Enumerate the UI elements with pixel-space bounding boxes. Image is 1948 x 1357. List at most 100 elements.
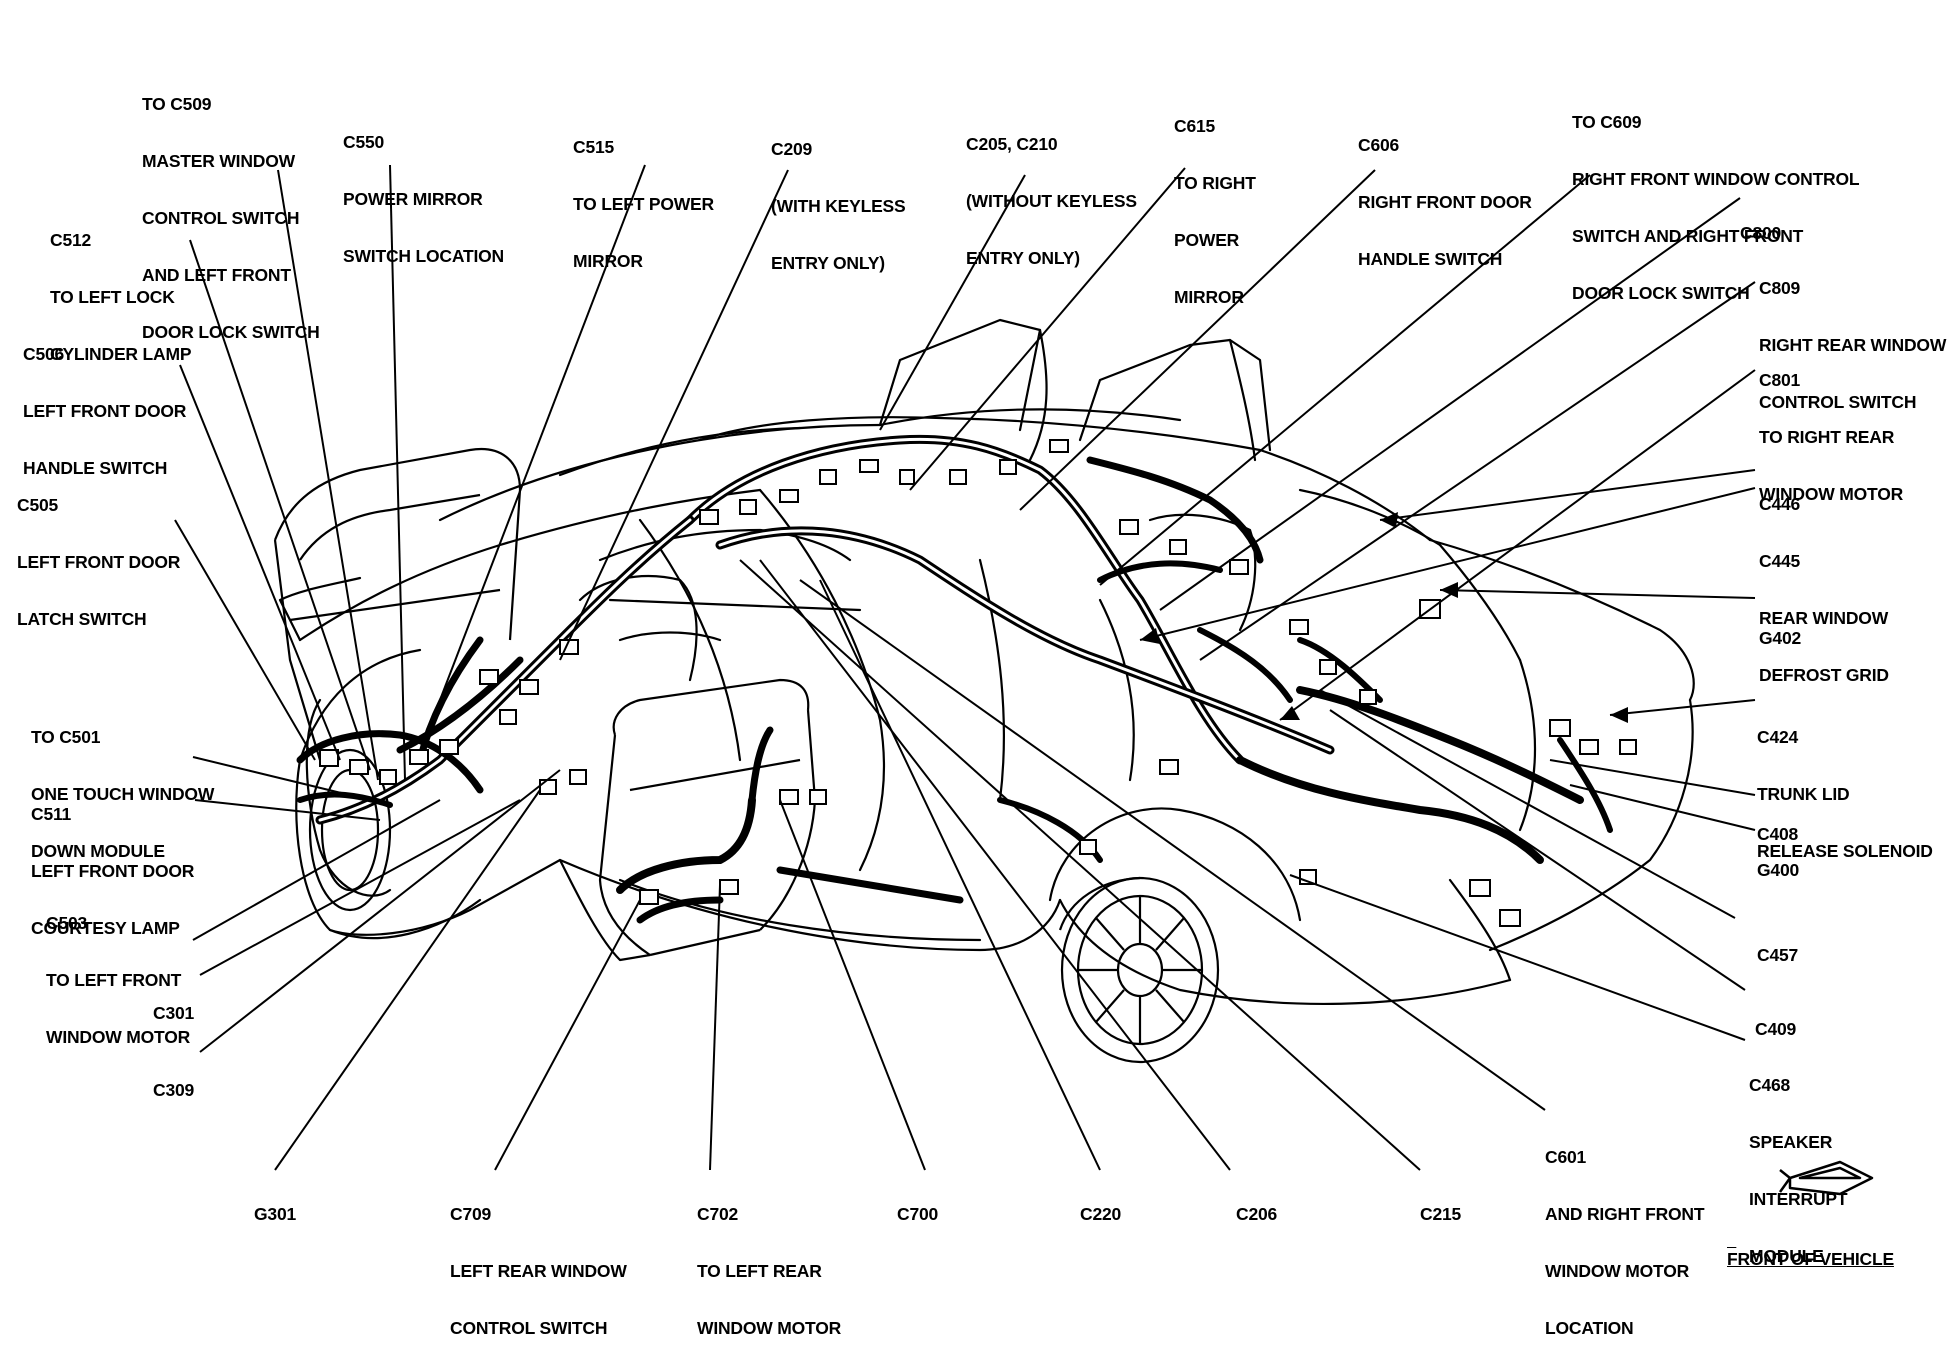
label-line: SWITCH AND RIGHT FRONT: [1572, 226, 1804, 246]
arrowheads: [1140, 512, 1628, 723]
label-c550: C550 POWER MIRROR SWITCH LOCATION: [343, 95, 504, 285]
label-c700: C700: [897, 1167, 938, 1243]
label-line: C503: [46, 913, 88, 933]
label-c601: C601 AND RIGHT FRONT WINDOW MOTOR LOCATI…: [1545, 1110, 1705, 1357]
label-c606: C606 RIGHT FRONT DOOR HANDLE SWITCH: [1358, 98, 1532, 288]
label-c301: C301: [153, 966, 194, 1042]
label-line: CONTROL SWITCH: [1759, 392, 1917, 412]
label-c220: C220: [1080, 1167, 1121, 1243]
label-line: LOCATION: [1545, 1318, 1634, 1338]
wiring-diagram: [174, 164, 1874, 1196]
label-line: LEFT REAR WINDOW: [450, 1261, 627, 1281]
label-line: TO RIGHT REAR: [1759, 427, 1895, 447]
label-line: TO LEFT POWER: [573, 194, 714, 214]
label-g301: G301: [254, 1167, 296, 1243]
label-line: C301: [153, 1003, 195, 1023]
label-line: C220: [1080, 1204, 1122, 1224]
label-c457: C457: [1757, 908, 1798, 984]
label-line: MIRROR: [573, 251, 643, 271]
label-line: FRONT OF VEHICLE: [1727, 1249, 1894, 1269]
label-line: SWITCH LOCATION: [343, 246, 504, 266]
label-c424: C424 TRUNK LID RELEASE SOLENOID: [1757, 690, 1933, 880]
label-line: TO LEFT REAR: [697, 1261, 822, 1281]
label-line: CONTROL SWITCH: [142, 208, 300, 228]
label-line: COURTESY LAMP: [31, 918, 180, 938]
label-g400: G400: [1757, 823, 1799, 899]
label-line: LATCH SWITCH: [17, 609, 147, 629]
label-line: MIRROR: [1174, 287, 1244, 307]
label-line: C205, C210: [966, 134, 1058, 154]
label-line: C606: [1358, 135, 1400, 155]
label-line: C801: [1759, 370, 1801, 390]
label-line: ONE TOUCH WINDOW: [31, 784, 215, 804]
label-line: MASTER WINDOW: [142, 151, 295, 171]
label-line: TO RIGHT: [1174, 173, 1256, 193]
label-line: RIGHT FRONT DOOR: [1358, 192, 1532, 212]
label-line: ENTRY ONLY): [771, 253, 885, 273]
label-line: C506: [23, 344, 65, 364]
label-line: LEFT FRONT DOOR: [23, 401, 187, 421]
label-line: HANDLE SWITCH: [23, 458, 168, 478]
connectors: [319, 439, 1637, 927]
label-line: C800: [1740, 223, 1782, 243]
label-line: LEFT FRONT DOOR: [31, 861, 195, 881]
label-line: C515: [573, 137, 615, 157]
label-line: HANDLE SWITCH: [1358, 249, 1503, 269]
label-c206: C206: [1236, 1167, 1277, 1243]
label-line: RELEASE SOLENOID: [1757, 841, 1933, 861]
label-line: DOOR LOCK SWITCH: [142, 322, 320, 342]
label-c409: C409: [1755, 982, 1796, 1058]
car-body-outline: [278, 318, 1695, 1005]
label-c501: TO C501 ONE TOUCH WINDOW DOWN MODULE: [31, 690, 214, 880]
label-line: G402: [1759, 628, 1802, 648]
label-line: C468: [1749, 1075, 1791, 1095]
label-line: TO C509: [142, 94, 212, 114]
label-c801: C801 TO RIGHT REAR WINDOW MOTOR: [1759, 333, 1903, 523]
label-line: C709: [450, 1204, 492, 1224]
label-c505: C505 LEFT FRONT DOOR LATCH SWITCH: [17, 458, 180, 648]
label-line: C206: [1236, 1204, 1278, 1224]
label-line: POWER: [1174, 230, 1240, 250]
label-c408: C408: [1757, 787, 1798, 863]
label-line: RIGHT REAR WINDOW: [1759, 335, 1947, 355]
label-c511: C511 LEFT FRONT DOOR COURTESY LAMP: [31, 767, 194, 957]
label-c215: C215: [1420, 1167, 1461, 1243]
front-of-vehicle-label: FRONT OF VEHICLE: [1727, 1212, 1894, 1288]
label-line: C408: [1757, 824, 1799, 844]
label-line: AND LEFT FRONT: [142, 265, 291, 285]
label-c515: C515 TO LEFT POWER MIRROR: [573, 100, 714, 290]
leader-lines: [174, 164, 1756, 1171]
label-c702: C702 TO LEFT REAR WINDOW MOTOR: [697, 1167, 841, 1357]
label-c205-c210: C205, C210 (WITHOUT KEYLESS ENTRY ONLY): [966, 97, 1137, 287]
label-line: WINDOW MOTOR: [697, 1318, 842, 1338]
left-rear-door: [559, 678, 817, 962]
label-line: WINDOW MOTOR: [46, 1027, 191, 1047]
label-c512: C512 TO LEFT LOCK CYLINDER LAMP: [50, 193, 191, 383]
label-line: LEFT FRONT DOOR: [17, 552, 181, 572]
label-line: AND RIGHT FRONT: [1545, 1204, 1705, 1224]
label-line: INTERRUPT: [1749, 1189, 1848, 1209]
label-c309: C309: [153, 1043, 194, 1119]
label-line: DEFROST GRID: [1759, 665, 1889, 685]
label-line: REAR WINDOW: [1759, 608, 1889, 628]
rear-wheel: [1058, 876, 1220, 1064]
label-line: C511: [31, 804, 72, 824]
label-line: C700: [897, 1204, 939, 1224]
label-line: CONTROL SWITCH: [450, 1318, 608, 1338]
label-c609: TO C609 RIGHT FRONT WINDOW CONTROL SWITC…: [1572, 75, 1860, 322]
label-c509: TO C509 MASTER WINDOW CONTROL SWITCH AND…: [142, 57, 320, 361]
label-line: RIGHT FRONT WINDOW CONTROL: [1572, 169, 1860, 189]
label-c503: C503 TO LEFT FRONT WINDOW MOTOR: [46, 876, 190, 1066]
front-arrow-icon: [1778, 1160, 1874, 1196]
label-line: C446: [1759, 494, 1801, 514]
label-line: TO C609: [1572, 112, 1642, 132]
label-line: TO LEFT FRONT: [46, 970, 182, 990]
label-line: WINDOW MOTOR: [1759, 484, 1904, 504]
label-c506: C506 LEFT FRONT DOOR HANDLE SWITCH: [23, 307, 186, 497]
label-line: DOOR LOCK SWITCH: [1572, 283, 1750, 303]
label-line: C601: [1545, 1147, 1587, 1167]
label-line: C505: [17, 495, 59, 515]
label-line: C809: [1759, 278, 1801, 298]
label-line: C702: [697, 1204, 739, 1224]
label-line: POWER MIRROR: [343, 189, 483, 209]
